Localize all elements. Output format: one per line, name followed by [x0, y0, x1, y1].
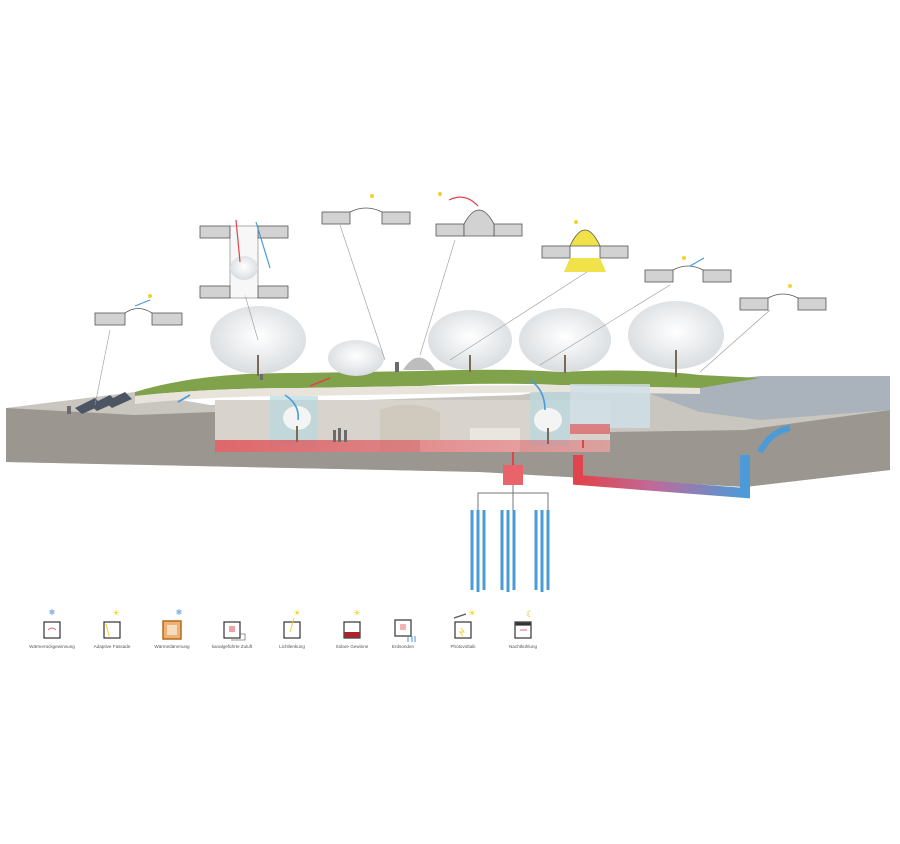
svg-text:☀: ☀ — [353, 608, 361, 618]
legend-label: Wärmerückgewinnung — [29, 644, 75, 649]
legend-item-thermal-insulation: ❄ Wärmedämmung — [137, 608, 207, 649]
legend-item-light-guidance: ☀ Lichtlenkung — [257, 608, 327, 649]
solar-panels — [75, 392, 132, 414]
legend-item-night-cooling: ☾ Nachtkühlung — [488, 608, 558, 649]
legend-item-heat-recovery: ❄ Wärmerückgewinnung — [17, 608, 87, 649]
legend-item-geothermal-probes: Erdsonden — [368, 608, 438, 649]
legend-label: Erdsonden — [391, 644, 415, 649]
svg-text:☀: ☀ — [468, 608, 476, 618]
borehole-probes — [470, 510, 550, 592]
legend-label: Lichtlenkung — [279, 644, 305, 649]
heat-recovery-icon: ❄ — [43, 608, 61, 639]
legend-label: Nachtkühlung — [508, 644, 538, 649]
legend-item-photovoltaic: ☀ Photovoltaik — [428, 608, 498, 649]
svg-text:☀: ☀ — [293, 608, 301, 618]
geothermal-system — [470, 440, 750, 592]
light-guidance-icon: ☀ — [283, 608, 301, 639]
legend-item-ducted-supply-air: kanalgeführte Zuluft — [197, 608, 267, 649]
legend-label: Solare Gewinne — [335, 644, 369, 649]
thermal-insulation-icon: ❄ — [162, 608, 183, 640]
legend-label: Adaptive Fassade — [93, 644, 131, 649]
detail-callouts — [94, 192, 827, 406]
legend-label: Wärmedämmung — [154, 644, 190, 649]
ducted-supply-air-icon — [223, 621, 246, 641]
night-cooling-icon: ☾ — [514, 609, 534, 639]
svg-text:❄: ❄ — [176, 608, 183, 617]
observatory-dome — [403, 357, 435, 370]
svg-text:☾: ☾ — [526, 609, 534, 619]
svg-text:☀: ☀ — [112, 608, 120, 618]
legend-label: Photovoltaik — [450, 644, 476, 649]
geothermal-probes-icon — [394, 619, 416, 642]
airflow-arrows — [177, 377, 791, 454]
solar-gains-icon: ☀ — [343, 608, 361, 639]
svg-text:❄: ❄ — [49, 608, 56, 617]
glass-facade — [570, 384, 650, 428]
legend: ❄ Wärmerückgewinnung ☀ Adaptive Fassade … — [0, 608, 900, 668]
heated-floor — [215, 440, 610, 452]
green-roof — [135, 369, 760, 404]
legend-item-adaptive-facade: ☀ Adaptive Fassade — [77, 608, 147, 649]
photovoltaic-icon: ☀ — [453, 608, 476, 639]
legend-label: kanalgeführte Zuluft — [211, 644, 253, 649]
people — [67, 362, 399, 442]
heat-pump-unit — [503, 465, 523, 485]
adaptive-facade-icon: ☀ — [103, 608, 121, 639]
legend-item-solar-gains: ☀ Solare Gewinne — [317, 608, 387, 649]
